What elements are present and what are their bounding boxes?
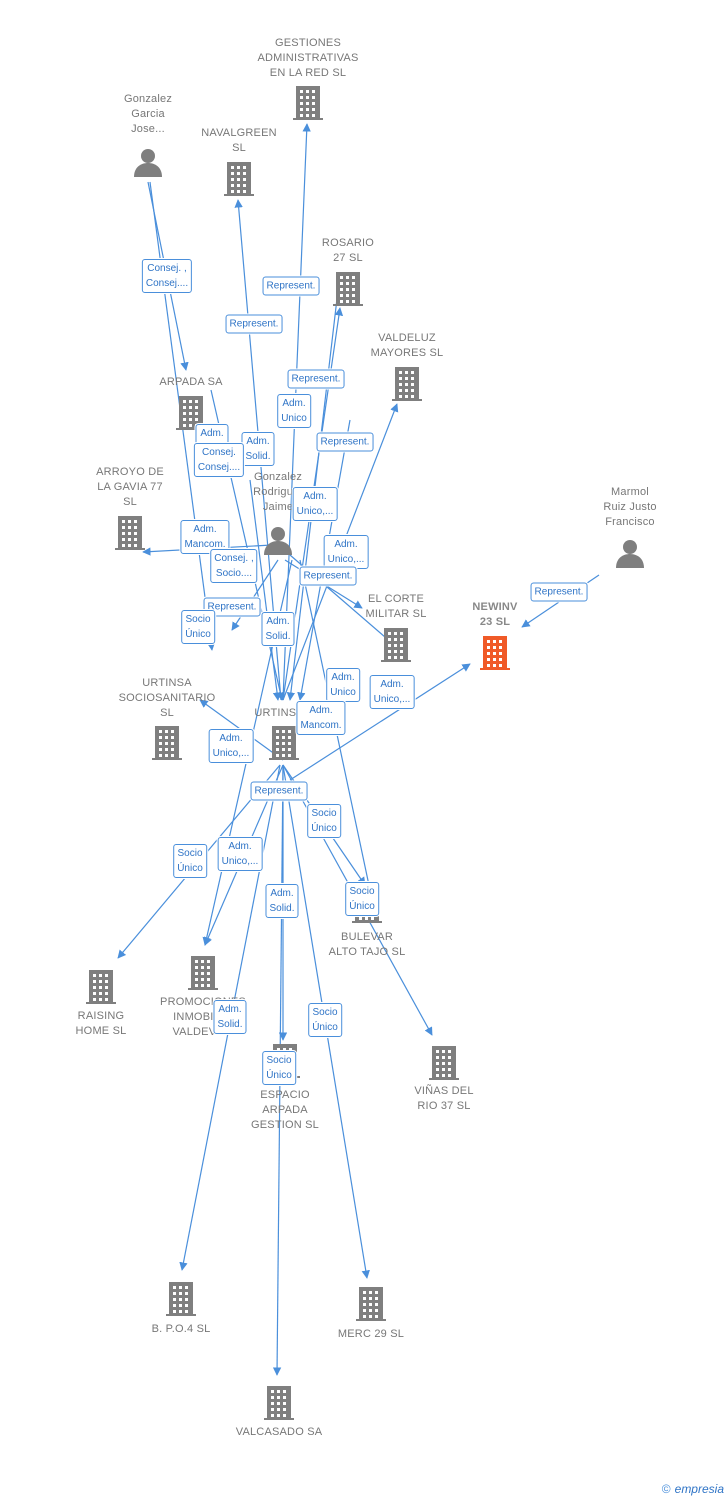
node-label-gonzalez-rodriguez[interactable]: Gonzalez Rodrigu... Jaime	[253, 471, 303, 513]
footer-brand: ©empresia	[662, 1482, 724, 1496]
node-label-newinv[interactable]: NEWINV 23 SL	[472, 601, 518, 628]
brand-name: empresia	[674, 1482, 724, 1496]
node-label-bpo4[interactable]: B. P.O.4 SL	[151, 1323, 211, 1335]
node-label-valcasado[interactable]: VALCASADO SA	[235, 1426, 323, 1438]
node-label-valdeluz[interactable]: VALDELUZ MAYORES SL	[370, 332, 444, 359]
relation-label-e28[interactable]: Socio Único	[345, 882, 379, 916]
building-icon[interactable]	[333, 270, 363, 311]
node-label-marmol[interactable]: Marmol Ruiz Justo Francisco	[603, 486, 657, 528]
relation-label-e16[interactable]: Represent.	[530, 582, 588, 602]
relation-label-e25[interactable]: Socio Único	[173, 844, 207, 878]
person-icon[interactable]	[263, 525, 293, 560]
building-icon[interactable]	[392, 365, 422, 406]
relation-label-e23[interactable]: Represent.	[250, 781, 308, 801]
relation-label-e13[interactable]: Consej. , Socio....	[210, 549, 258, 583]
node-label-navalgreen[interactable]: NAVALGREEN SL	[201, 127, 277, 154]
node-label-el-corte[interactable]: EL CORTE MILITAR SL	[365, 593, 427, 620]
node-label-arpada[interactable]: ARPADA SA	[159, 376, 223, 388]
building-icon[interactable]	[86, 968, 116, 1009]
edge-arrow-8	[231, 559, 279, 631]
building-icon[interactable]	[264, 1384, 294, 1425]
building-icon[interactable]	[115, 514, 145, 555]
relation-label-e27[interactable]: Adm. Solid.	[265, 884, 299, 918]
building-icon[interactable]	[152, 724, 182, 765]
relation-label-e15[interactable]: Represent.	[203, 597, 261, 617]
relation-label-e30[interactable]: Socio Único	[308, 1003, 342, 1037]
relation-label-e26[interactable]: Adm. Unico,...	[217, 837, 263, 871]
relation-label-e4[interactable]: Represent.	[287, 369, 345, 389]
building-icon[interactable]	[269, 724, 299, 765]
relation-label-e12[interactable]: Adm. Unico,...	[323, 535, 369, 569]
building-icon[interactable]	[224, 160, 254, 201]
building-icon[interactable]	[429, 1044, 459, 1085]
relation-label-e14[interactable]: Represent.	[299, 566, 357, 586]
relation-label-e21[interactable]: Adm. Mancom.	[296, 701, 346, 735]
relation-label-e10[interactable]: Adm. Unico,...	[292, 487, 338, 521]
building-icon[interactable]	[188, 954, 218, 995]
node-label-merc29[interactable]: MERC 29 SL	[337, 1328, 405, 1340]
relation-label-e24[interactable]: Socio Único	[307, 804, 341, 838]
relation-label-e29[interactable]: Adm. Solid.	[213, 1000, 247, 1034]
relation-label-e18[interactable]: Adm. Solid.	[261, 612, 295, 646]
relation-label-e17[interactable]: Socio Único	[181, 610, 215, 644]
relation-label-e31[interactable]: Socio Único	[262, 1051, 296, 1085]
copyright-symbol: ©	[661, 1482, 671, 1496]
building-icon[interactable]	[293, 84, 323, 125]
person-icon[interactable]	[615, 538, 645, 573]
relation-label-e11[interactable]: Adm. Mancom.	[180, 520, 230, 554]
relation-label-e6[interactable]: Represent.	[316, 432, 374, 452]
relation-label-e19[interactable]: Adm. Unico	[326, 668, 360, 702]
relation-label-e1[interactable]: Consej. , Consej....	[141, 259, 193, 293]
relation-label-e22[interactable]: Adm. Unico,...	[208, 729, 254, 763]
node-label-rosario[interactable]: ROSARIO 27 SL	[321, 237, 375, 264]
building-icon[interactable]	[480, 634, 510, 675]
relation-label-e9[interactable]: Consej. Consej....	[193, 443, 245, 477]
node-label-arroyo[interactable]: ARROYO DE LA GAVIA 77 SL	[96, 466, 164, 508]
node-label-gonzalez-garcia[interactable]: Gonzalez Garcia Jose...	[123, 93, 173, 135]
node-label-espacio[interactable]: ESPACIO ARPADA GESTION SL	[250, 1089, 320, 1131]
node-label-vinas[interactable]: VIÑAS DEL RIO 37 SL	[414, 1085, 474, 1112]
relation-label-e3[interactable]: Represent.	[225, 314, 283, 334]
person-icon[interactable]	[133, 147, 163, 182]
node-label-bulevar[interactable]: BULEVAR ALTO TAJO SL	[328, 931, 406, 958]
node-label-raising[interactable]: RAISING HOME SL	[75, 1010, 127, 1037]
building-icon[interactable]	[356, 1285, 386, 1326]
relation-label-e20[interactable]: Adm. Unico,...	[369, 675, 415, 709]
relation-label-e5[interactable]: Adm. Unico	[277, 394, 311, 428]
node-label-gestiones[interactable]: GESTIONES ADMINISTRATIVAS EN LA RED SL	[257, 37, 359, 79]
edge-arrow-12	[289, 663, 471, 781]
relation-label-e2[interactable]: Represent.	[262, 276, 320, 296]
relation-label-e7[interactable]: Adm. Solid.	[241, 432, 275, 466]
building-icon[interactable]	[381, 626, 411, 667]
node-label-urtinsa-socio[interactable]: URTINSA SOCIOSANITARIO SL	[118, 677, 216, 719]
building-icon[interactable]	[166, 1280, 196, 1321]
